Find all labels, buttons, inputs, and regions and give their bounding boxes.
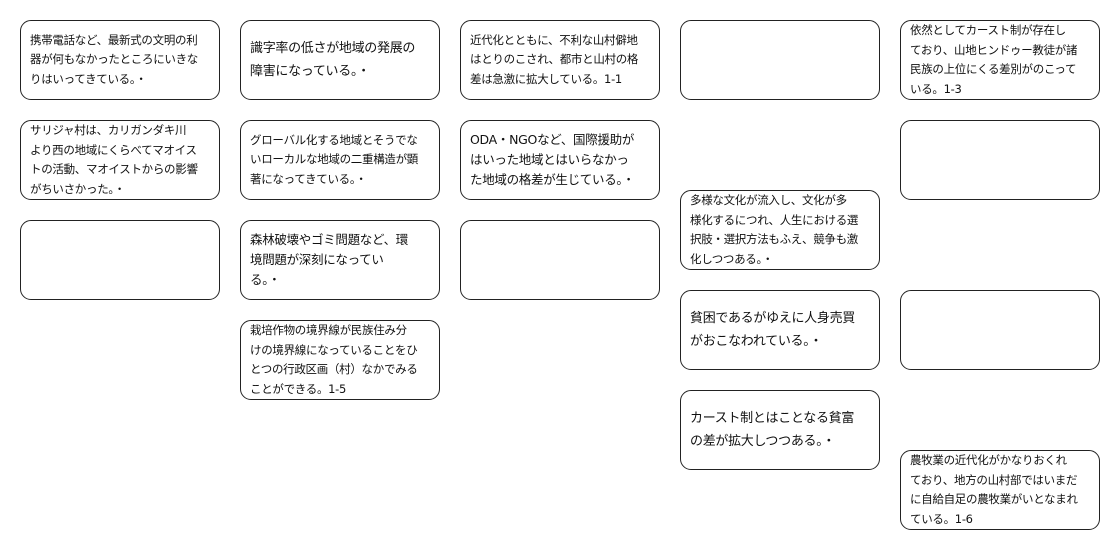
card-sarija-village[interactable]: サリジャ村は、カリガンダキ川 より西の地域にくらべてマオイス トの活動、マオイス… [20,120,220,200]
card-wealth-gap[interactable]: カースト制とはことなる貧富 の差が拡大しつつある。・ [680,390,880,470]
card-text: ODA・NGOなど、国際援助が はいった地域とはいらなかっ た地域の格差が生じて… [470,132,635,187]
card-international-aid[interactable]: ODA・NGOなど、国際援助が はいった地域とはいらなかっ た地域の格差が生じて… [460,120,660,200]
card-text: カースト制とはことなる貧富 の差が拡大しつつある。・ [690,411,855,449]
card-literacy[interactable]: 識字率の低さが地域の発展の 障害になっている。・ [240,20,440,100]
card-text: 識字率の低さが地域の発展の 障害になっている。・ [250,41,416,79]
card-text: 栽培作物の境界線が民族住み分 けの境界線になっていることをひ とつの行政区画（村… [250,323,418,396]
card-empty[interactable] [460,220,660,300]
card-globalization[interactable]: グローバル化する地域とそうでな いローカルな地域の二重構造が顕 著になってきてい… [240,120,440,200]
card-text: サリジャ村は、カリガンダキ川 より西の地域にくらべてマオイス トの活動、マオイス… [30,123,198,196]
card-text: 森林破壊やゴミ問題など、環 境問題が深刻になってい る。・ [250,232,408,287]
card-mobile-phones[interactable]: 携帯電話など、最新式の文明の利 器が何もなかったところにいきな りはいってきてい… [20,20,220,100]
card-crop-boundary[interactable]: 栽培作物の境界線が民族住み分 けの境界線になっていることをひ とつの行政区画（村… [240,320,440,400]
card-empty[interactable] [20,220,220,300]
card-text: 貧困であるがゆえに人身売買 がおこなわれている。・ [690,311,855,349]
card-empty[interactable] [680,20,880,100]
card-text: 農牧業の近代化がかなりおくれ ており、地方の山村部ではいまだ に自給自足の農牧業… [910,453,1078,526]
card-text: 近代化とともに、不利な山村僻地 はとりのこされ、都市と山村の格 差は急激に拡大し… [470,32,639,86]
card-environment[interactable]: 森林破壊やゴミ問題など、環 境問題が深刻になってい る。・ [240,220,440,300]
card-human-trafficking[interactable]: 貧困であるがゆえに人身売買 がおこなわれている。・ [680,290,880,370]
card-cultural-diversity[interactable]: 多様な文化が流入し、文化が多 様化するにつれ、人生における選 択肢・選択方法もふ… [680,190,880,270]
card-empty[interactable] [900,290,1100,370]
card-text: 多様な文化が流入し、文化が多 様化するにつれ、人生における選 択肢・選択方法もふ… [690,193,859,266]
card-modernization-gap[interactable]: 近代化とともに、不利な山村僻地 はとりのこされ、都市と山村の格 差は急激に拡大し… [460,20,660,100]
card-text: グローバル化する地域とそうでな いローカルな地域の二重構造が顕 著になってきてい… [250,132,418,186]
card-caste-system[interactable]: 依然としてカースト制が存在し ており、山地ヒンドゥー教徒が諸 民族の上位にくる差… [900,20,1100,100]
card-empty[interactable] [900,120,1100,200]
card-text: 携帯電話など、最新式の文明の利 器が何もなかったところにいきな りはいってきてい… [30,32,198,86]
card-text: 依然としてカースト制が存在し ており、山地ヒンドゥー教徒が諸 民族の上位にくる差… [910,23,1078,96]
card-agriculture[interactable]: 農牧業の近代化がかなりおくれ ており、地方の山村部ではいまだ に自給自足の農牧業… [900,450,1100,530]
